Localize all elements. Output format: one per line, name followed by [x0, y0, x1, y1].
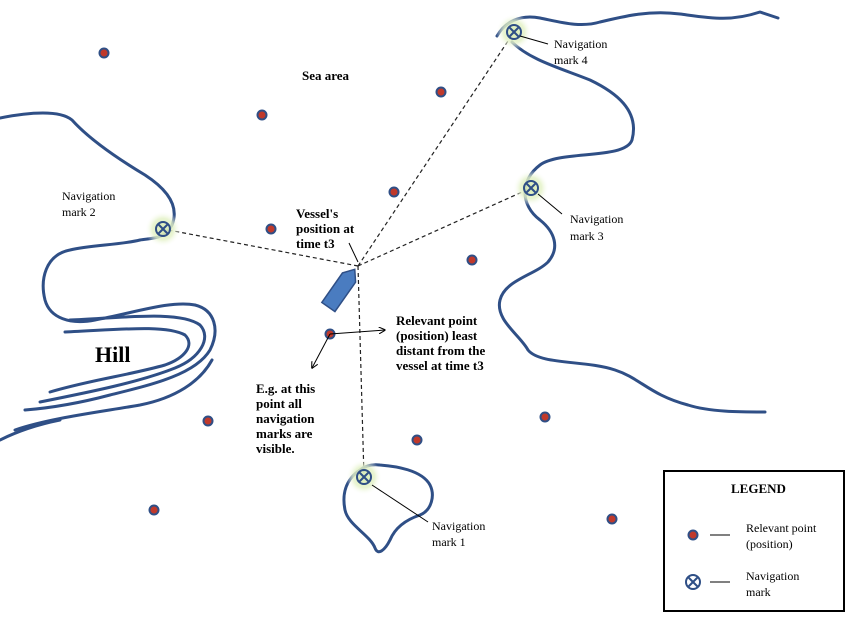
nav-mark-4-label: Navigation mark 4 — [554, 37, 610, 67]
island-mark-1 — [342, 463, 434, 554]
hill-label: Hill — [95, 342, 130, 367]
legend: LEGEND Relevant point (position) Navigat… — [663, 470, 845, 612]
hill-contour-3 — [48, 327, 191, 394]
sea-area-label: Sea area — [302, 68, 350, 83]
sight-line-mark-3 — [357, 187, 532, 267]
coastline-east — [497, 40, 767, 414]
legend-navigation-mark-label: Navigation mark — [746, 569, 802, 599]
vessel-label: Vessel's position at time t3 — [296, 206, 357, 251]
hill-contour-2 — [38, 314, 207, 404]
vessel — [320, 268, 357, 313]
legend-box — [663, 470, 845, 612]
sight-line-mark-4 — [357, 31, 515, 267]
navigation-marks — [145, 14, 549, 495]
relevant-point — [256, 109, 268, 121]
navigation-mark-1 — [346, 459, 382, 495]
relevant-point — [98, 47, 110, 59]
relevant-point — [202, 415, 214, 427]
navigation-mark-3 — [513, 170, 549, 206]
relevant-point — [435, 86, 447, 98]
relevant-point — [148, 504, 160, 516]
leader-mark-4 — [519, 35, 549, 45]
legend-navigation-mark-icon — [685, 574, 701, 590]
nav-mark-1-label: Navigation mark 1 — [432, 519, 488, 549]
relevant-point — [466, 254, 478, 266]
legend-relevant-point-icon — [687, 529, 699, 541]
relevant-point — [539, 411, 551, 423]
arrow-to-relevant-label — [329, 330, 385, 335]
relevant-point — [265, 223, 277, 235]
leader-mark-1 — [371, 484, 429, 523]
leader-mark-3 — [537, 193, 563, 215]
relevant-points — [98, 47, 618, 525]
coastline-north — [495, 10, 780, 38]
hill-contour-4 — [13, 358, 214, 432]
navigation-mark-4 — [496, 14, 532, 50]
nav-mark-2-label: Navigation mark 2 — [62, 189, 118, 219]
navigation-mark-2 — [145, 211, 181, 247]
relevant-point — [388, 186, 400, 198]
nav-mark-3-label: Navigation mark 3 — [570, 212, 626, 243]
arrow-to-example-label — [312, 333, 331, 368]
relevant-point — [411, 434, 423, 446]
relevant-point-label: Relevant point (position) least distant … — [396, 313, 489, 373]
coastlines — [0, 10, 780, 554]
relevant-point — [606, 513, 618, 525]
example-point-label: E.g. at this point all navigation marks … — [256, 381, 318, 456]
leader-vessel — [348, 242, 359, 263]
legend-relevant-point-label: Relevant point (position) — [746, 521, 819, 551]
sight-line-mark-1 — [357, 265, 365, 478]
legend-title: LEGEND — [731, 481, 786, 496]
coastline-southwest — [0, 418, 62, 442]
leader-lines — [312, 35, 563, 523]
hill-contour-1 — [23, 303, 217, 412]
sight-line-mark-2 — [162, 228, 359, 267]
sight-lines — [162, 31, 532, 478]
coastline-west — [0, 111, 197, 324]
